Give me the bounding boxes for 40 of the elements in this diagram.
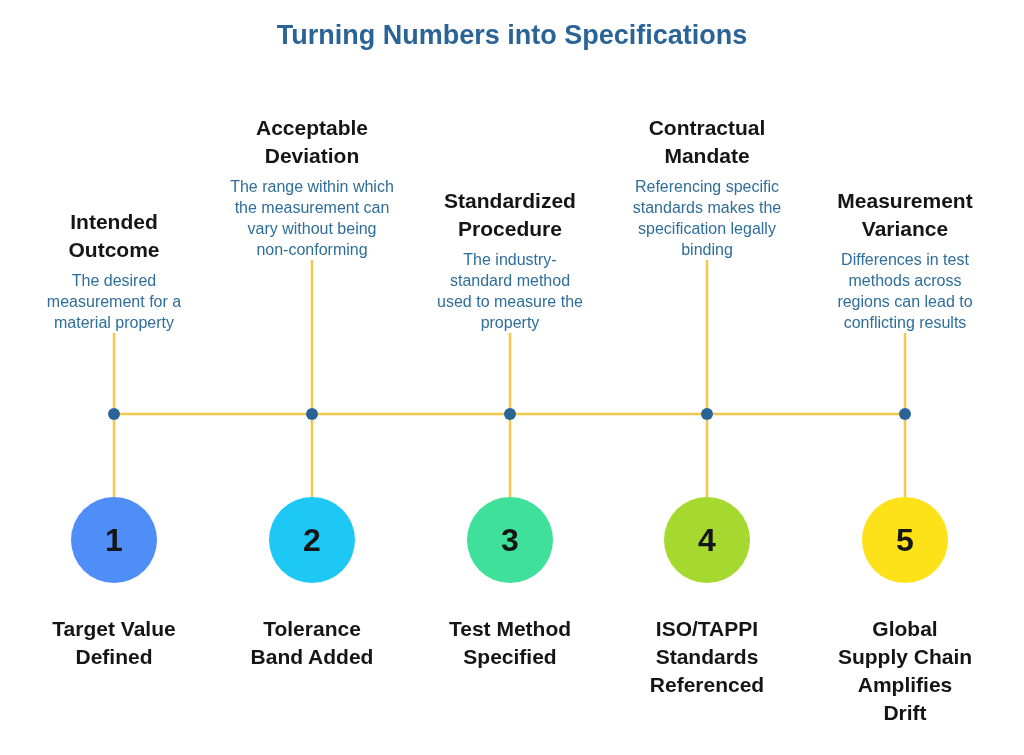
step-description: The desired measurement for a material property: [45, 271, 183, 333]
step-description: The range within which the measurement can vary without being non-conforming: [229, 177, 395, 260]
step-heading: Acceptable Deviation: [254, 115, 369, 169]
connector-line: [112, 420, 116, 497]
step-heading: Measurement Variance: [836, 188, 974, 242]
step-label: Test Method Specified: [447, 616, 573, 670]
step-description: Differences in test methods across regions can lead to conflicting results: [836, 250, 974, 333]
step-number: 1: [105, 521, 123, 559]
connector-line: [508, 420, 512, 497]
connector-line: [508, 333, 512, 408]
connector-line: [705, 420, 709, 497]
step-heading: Standardized Procedure: [443, 188, 577, 242]
connector-line: [516, 412, 701, 416]
connector-line: [713, 412, 899, 416]
step-number: 4: [698, 521, 716, 559]
connector-line: [120, 412, 306, 416]
timeline-dot: [504, 408, 516, 420]
connector-line: [310, 420, 314, 497]
title: Turning Numbers into Specifications: [275, 20, 749, 51]
connector-line: [705, 260, 709, 408]
step-description: Referencing specific standards makes the specification legally binding: [632, 177, 782, 260]
step-description: The industry-standard method used to measure the property: [436, 250, 584, 333]
step-label: Global Supply Chain Amplifies Drift: [836, 616, 974, 726]
timeline-dot: [701, 408, 713, 420]
connector-line: [310, 260, 314, 408]
connector-line: [903, 333, 907, 408]
step-heading: Contractual Mandate: [647, 115, 767, 169]
step-heading: Intended Outcome: [67, 209, 161, 263]
step-number: 3: [501, 521, 519, 559]
step-label: ISO/TAPPI Standards Referenced: [648, 616, 766, 698]
step-label: Tolerance Band Added: [249, 616, 375, 670]
connector-line: [318, 412, 504, 416]
timeline-dot: [899, 408, 911, 420]
timeline-dot: [306, 408, 318, 420]
step-label: Target Value Defined: [51, 616, 177, 670]
step-number: 5: [896, 521, 914, 559]
connector-line: [903, 420, 907, 497]
timeline-dot: [108, 408, 120, 420]
connector-line: [112, 333, 116, 408]
step-number: 2: [303, 521, 321, 559]
